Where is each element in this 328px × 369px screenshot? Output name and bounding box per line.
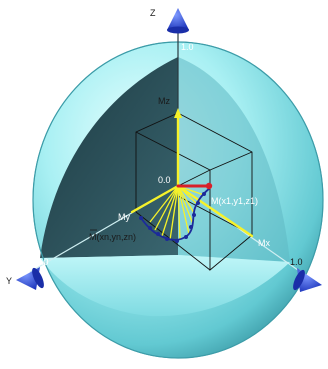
m1-label: M(x1,y1,z1)	[211, 196, 258, 206]
x-tick-label: 1.0	[290, 257, 303, 267]
y-axis-label: Y	[6, 276, 12, 286]
my-component	[130, 184, 180, 214]
component-lines	[130, 111, 254, 238]
trajectory-vectors	[149, 185, 205, 241]
origin-label: 0.0	[158, 175, 171, 185]
z-axis-label: Z	[150, 8, 156, 18]
z-tick-label: 1.0	[181, 42, 194, 52]
y-tick-label: 1.0	[36, 257, 49, 267]
trajectory-points	[139, 192, 206, 243]
octant-floor	[40, 255, 290, 317]
m1-point	[205, 182, 213, 190]
octant-back-wall	[40, 57, 178, 258]
y-axis-arrow-icon	[16, 267, 44, 290]
mz-label: Mz	[158, 96, 170, 106]
mz-arrowhead	[174, 108, 182, 118]
z-axis-arrow-icon	[167, 8, 189, 34]
mn-label: M(xn,yn,zn)	[89, 232, 136, 242]
mx-label: Mx	[258, 238, 270, 248]
mx-component	[176, 184, 254, 238]
x-axis-arrow-icon	[293, 268, 322, 292]
projection-box	[135, 112, 253, 271]
my-label: My	[118, 212, 130, 222]
